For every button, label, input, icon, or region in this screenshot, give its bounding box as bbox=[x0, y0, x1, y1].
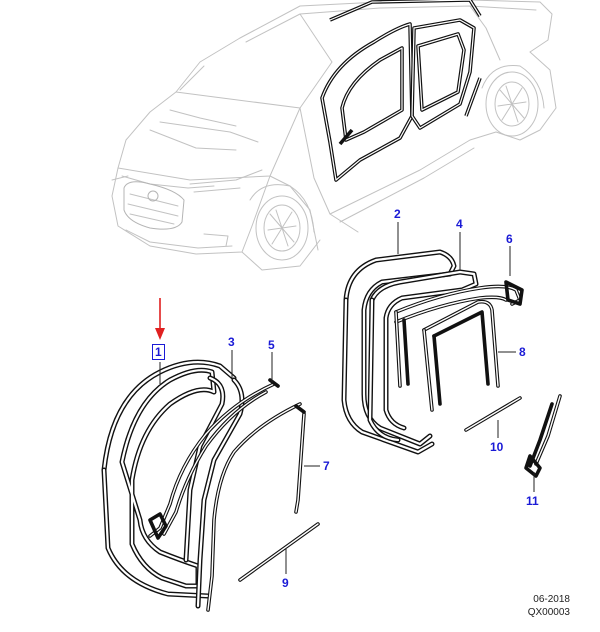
vehicle-outline bbox=[111, 0, 557, 271]
callout-6[interactable]: 6 bbox=[506, 232, 513, 246]
callout-3[interactable]: 3 bbox=[228, 335, 235, 349]
callout-11[interactable]: 11 bbox=[526, 494, 539, 508]
callout-9[interactable]: 9 bbox=[282, 576, 289, 590]
callout-7[interactable]: 7 bbox=[323, 459, 330, 473]
rear-door-seal-group bbox=[341, 249, 562, 478]
callout-2[interactable]: 2 bbox=[394, 207, 401, 221]
callout-5[interactable]: 5 bbox=[268, 338, 275, 352]
callout-1[interactable]: 1 bbox=[152, 344, 165, 360]
diagram-code: QX00003 bbox=[527, 607, 570, 618]
leader-lines bbox=[159, 222, 535, 574]
diagram-date: 06-2018 bbox=[533, 594, 570, 605]
red-pointer-arrow-icon bbox=[155, 298, 165, 340]
callout-10[interactable]: 10 bbox=[490, 440, 504, 454]
front-door-seal-group bbox=[101, 359, 320, 612]
callout-4[interactable]: 4 bbox=[456, 217, 463, 231]
callout-8[interactable]: 8 bbox=[519, 345, 526, 359]
vehicle-door-seals bbox=[320, 0, 482, 182]
